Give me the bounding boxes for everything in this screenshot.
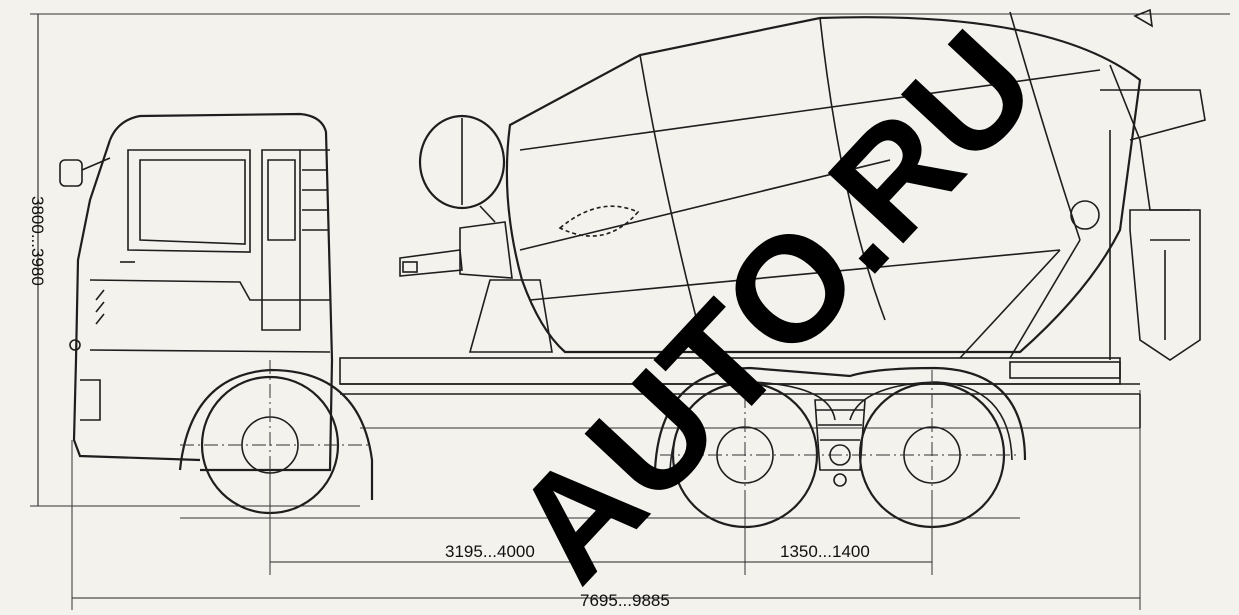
- rear-bogie: [653, 366, 1027, 540]
- bogie-dimension-label: 1350...1400: [780, 542, 870, 561]
- wheelbase-dimension-label: 3195...4000: [445, 542, 535, 561]
- front-wheel: [178, 360, 374, 530]
- cab: [59, 112, 334, 472]
- height-dimension-label: 3800...3980: [28, 196, 47, 286]
- mixer-drum: [505, 8, 1206, 361]
- drum-front-support: [399, 114, 553, 353]
- overall-length-dimension-label: 7695...9885: [580, 591, 670, 610]
